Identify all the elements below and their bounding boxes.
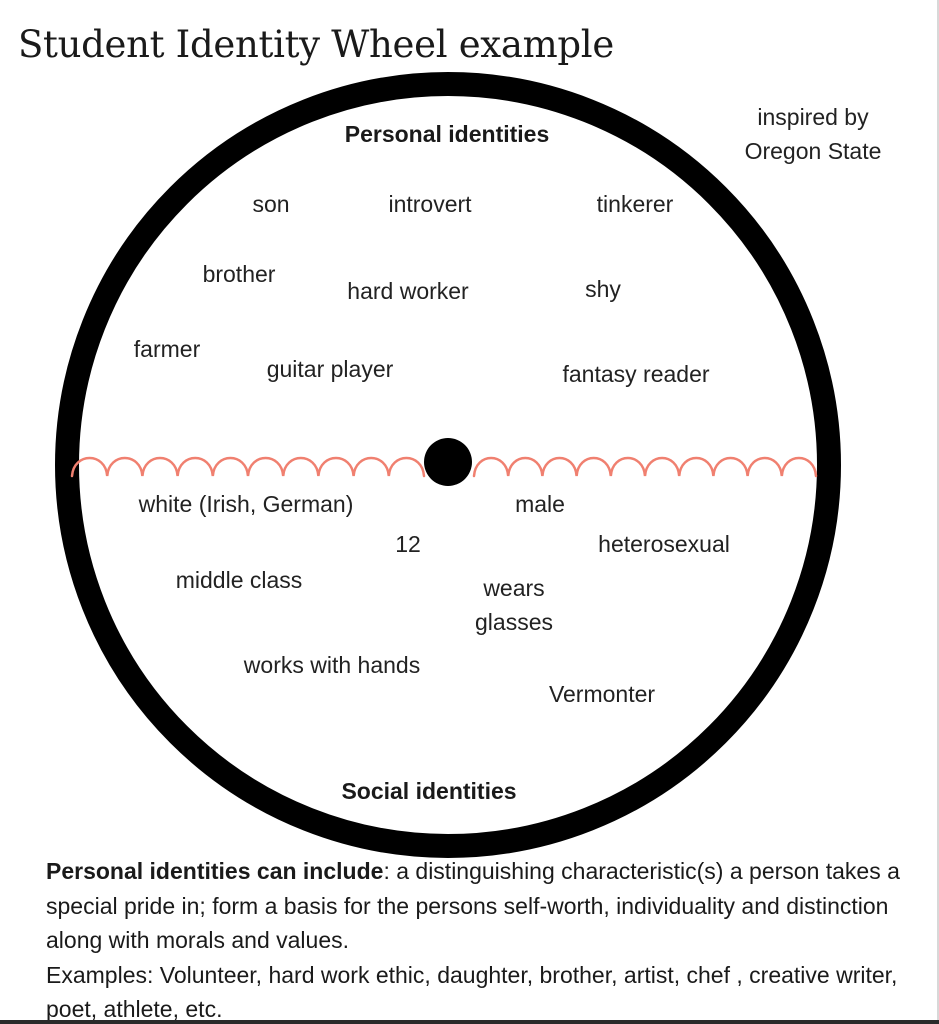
social-identities-heading: Social identities (341, 778, 517, 804)
description-body: : a distinguishing characteristic(s) a p… (46, 858, 900, 953)
personal-identity-shy: shy (585, 276, 621, 302)
social-identity-age: 12 (395, 531, 421, 557)
social-identity-heterosexual: heterosexual (598, 531, 730, 557)
personal-identity-introvert: introvert (388, 191, 472, 217)
credit-line-1: inspired by (757, 104, 869, 130)
social-identity-wears-glasses-line-1: wears (483, 575, 545, 601)
credit-note: inspired by Oregon State (718, 100, 908, 168)
social-identity-middle-class: middle class (175, 567, 303, 593)
personal-identity-son: son (252, 191, 290, 217)
social-identity-works-with-hands: works with hands (243, 652, 421, 678)
social-identity-male: male (515, 491, 565, 517)
personal-identity-guitar-player: guitar player (266, 356, 394, 382)
description-examples: Examples: Volunteer, hard work ethic, da… (46, 961, 898, 1023)
description-paragraph: Personal identities can include: a disti… (46, 854, 926, 958)
social-identity-vermonter: Vermonter (548, 681, 656, 707)
center-dot (424, 438, 472, 486)
page-edge-right (937, 0, 939, 1024)
personal-identity-hard-worker: hard worker (347, 278, 469, 304)
personal-identity-fantasy-reader: fantasy reader (562, 361, 710, 387)
personal-identities-heading: Personal identities (344, 121, 550, 147)
credit-line-2: Oregon State (744, 138, 882, 164)
page-edge-bottom (0, 1020, 939, 1024)
social-identity-wears-glasses: wears glasses (475, 571, 553, 639)
social-identity-white: white (Irish, German) (138, 491, 354, 517)
personal-identity-brother: brother (202, 261, 276, 287)
personal-identity-tinkerer: tinkerer (596, 191, 674, 217)
social-identity-wears-glasses-line-2: glasses (475, 609, 553, 635)
page-title: Student Identity Wheel example (18, 23, 614, 66)
description-lead: Personal identities can include (46, 858, 384, 884)
personal-identity-farmer: farmer (133, 336, 201, 362)
identity-description: Personal identities can include: a disti… (46, 854, 926, 1024)
wheel-ring (55, 72, 841, 858)
divider-wave (70, 456, 818, 478)
